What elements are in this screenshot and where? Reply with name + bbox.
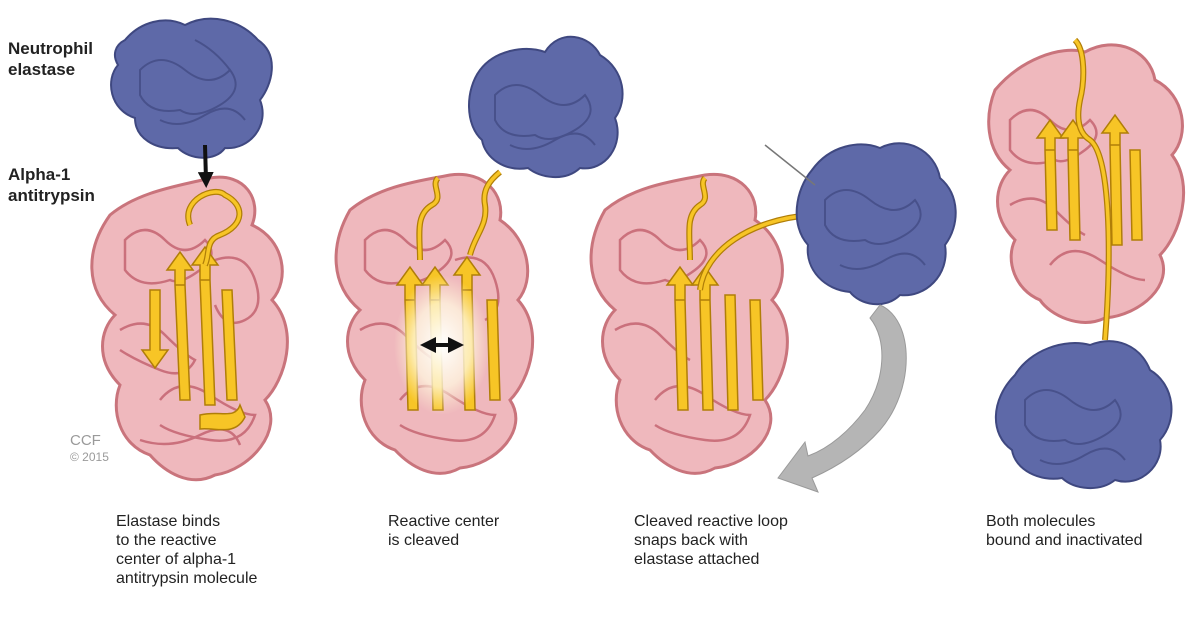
caption-panel-3: Cleaved reactive loop snaps back with el…	[634, 513, 788, 568]
elastase-molecule	[795, 142, 957, 306]
motion-streak	[764, 144, 816, 186]
rotation-arrow	[777, 304, 907, 493]
caption-panel-4: Both molecules bound and inactivated	[986, 513, 1143, 549]
caption-panel-2: Reactive center is cleaved	[388, 513, 500, 549]
caption-panel-1: Elastase binds to the reactive center of…	[116, 513, 258, 587]
credit-line2: © 2015	[70, 450, 109, 464]
panel-4	[987, 37, 1186, 489]
beta-sheet-strands	[665, 265, 764, 411]
elastase-molecule	[110, 17, 273, 159]
elastase-coils	[1024, 389, 1126, 465]
panel-1	[90, 17, 289, 482]
panel-3	[589, 142, 957, 493]
elastase-coils	[824, 189, 926, 270]
elastase-coils	[494, 84, 596, 150]
credit-line1: CCF	[70, 432, 101, 449]
label-alpha1-antitrypsin: Alpha-1 antitrypsin	[8, 165, 95, 205]
antitrypsin-molecule	[90, 175, 289, 482]
credit: CCF © 2015	[70, 432, 109, 466]
antitrypsin-molecule	[987, 43, 1186, 324]
panel-2	[334, 35, 624, 475]
elastase-coils	[139, 39, 246, 125]
beta-sheet-strands	[1035, 113, 1143, 246]
beta-sheet-strands	[140, 245, 246, 431]
binding-arrow	[197, 144, 214, 188]
elastase-molecule	[994, 340, 1173, 489]
elastase-molecule	[468, 35, 624, 178]
label-neutrophil-elastase: Neutrophil elastase	[8, 39, 93, 79]
